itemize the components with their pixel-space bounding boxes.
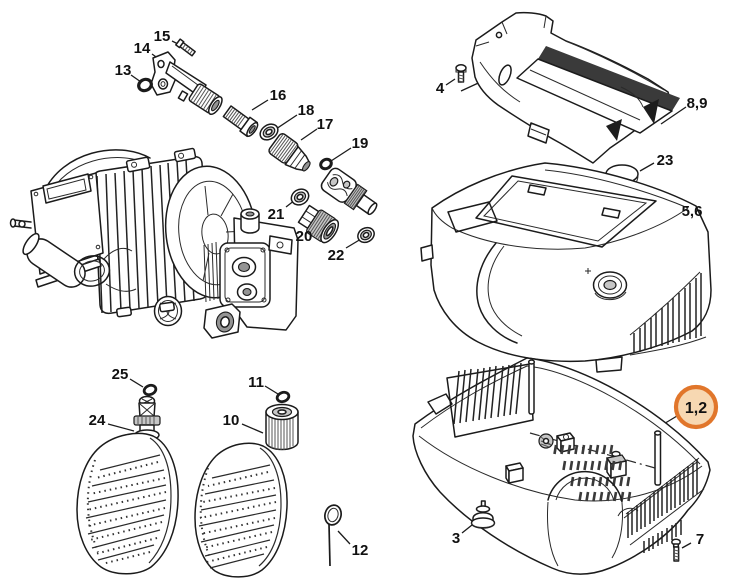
part-screw-7	[671, 538, 681, 562]
part-washer-18	[259, 123, 279, 141]
callout-19[interactable]: 19	[352, 135, 369, 152]
callout-18[interactable]: 18	[298, 102, 315, 119]
callout-7[interactable]: 7	[696, 531, 704, 548]
callout-10[interactable]: 10	[223, 412, 240, 429]
callout-13[interactable]: 13	[115, 62, 132, 79]
part-hook-12	[324, 504, 342, 567]
part-washer-22	[357, 226, 375, 244]
part-elbow-14	[150, 51, 223, 116]
callout-5-6[interactable]: 5,6	[682, 203, 703, 220]
part-quick-coupler	[320, 167, 378, 216]
callout-21[interactable]: 21	[268, 206, 285, 223]
callout-8-9[interactable]: 8,9	[687, 95, 708, 112]
callout-25[interactable]: 25	[112, 366, 129, 383]
callout-16[interactable]: 16	[270, 87, 287, 104]
callout-11[interactable]: 11	[248, 374, 264, 391]
part-brush-24	[76, 395, 179, 575]
part-nipple-16	[222, 105, 259, 138]
part-washer-21	[290, 188, 310, 206]
callout-3[interactable]: 3	[452, 530, 460, 547]
callout-22[interactable]: 22	[328, 247, 345, 264]
part-o-ring-19	[319, 157, 333, 171]
part-o-ring-11	[275, 390, 291, 404]
callout-24[interactable]: 24	[89, 412, 106, 429]
callout-23[interactable]: 23	[657, 152, 674, 169]
callout-4[interactable]: 4	[436, 80, 445, 97]
part-o-ring-13	[137, 77, 153, 93]
callout-20[interactable]: 20	[296, 228, 313, 245]
part-cover-8-9	[471, 11, 680, 164]
part-screw-15	[175, 38, 196, 57]
part-brush-10	[194, 403, 299, 578]
callout-15[interactable]: 15	[154, 28, 171, 45]
part-coupling-20	[297, 204, 340, 244]
floor-vent-slots	[553, 444, 632, 502]
callout-14[interactable]: 14	[134, 40, 151, 57]
part-coupling-17	[268, 133, 311, 172]
highlighted-callout-1-2[interactable]: 1,2	[673, 384, 719, 430]
callouts: 15 14 13 16 18 17 19 21 20 22 25 24 11 1…	[89, 28, 708, 559]
callout-17[interactable]: 17	[317, 116, 334, 133]
callout-12[interactable]: 12	[352, 542, 369, 559]
part-housing-5-6	[420, 162, 712, 373]
part-foot-3	[470, 500, 496, 529]
part-o-ring-25	[142, 383, 158, 397]
highlighted-callout-label: 1,2	[685, 400, 707, 417]
part-screw-4	[455, 64, 467, 83]
motor-pump-assembly	[9, 147, 299, 339]
